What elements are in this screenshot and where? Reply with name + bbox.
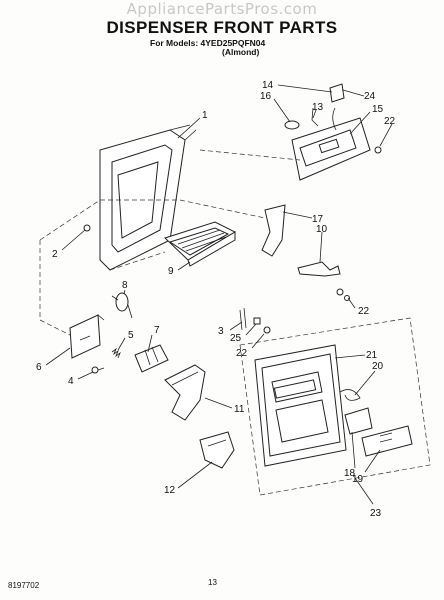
callout-19: 19 xyxy=(352,474,364,485)
ice-chute xyxy=(199,431,235,469)
front-panel-assembly xyxy=(239,317,431,496)
callout-14: 14 xyxy=(262,80,274,91)
assembly-lines xyxy=(39,149,301,336)
callout-7: 7 xyxy=(154,325,160,336)
document-number: 8197702 xyxy=(8,581,40,590)
callout-3: 3 xyxy=(218,326,224,337)
callout-23: 23 xyxy=(370,508,382,519)
drip-tray xyxy=(164,221,237,267)
callout-12: 12 xyxy=(164,485,176,496)
ice-paddle xyxy=(164,364,206,421)
callout-18: 18 xyxy=(344,468,356,479)
callout-15: 15 xyxy=(372,104,384,115)
solenoid xyxy=(111,292,133,319)
page-number: 13 xyxy=(208,578,217,587)
callout-11: 11 xyxy=(234,404,245,415)
screw-4 xyxy=(91,366,105,374)
color-line: (Almond) xyxy=(222,47,260,57)
callout-1: 1 xyxy=(202,110,208,121)
callout-20: 20 xyxy=(372,361,384,372)
callout-5: 5 xyxy=(128,330,134,341)
callout-8: 8 xyxy=(122,280,128,291)
callout-17: 17 xyxy=(312,214,324,225)
callout-2: 2 xyxy=(52,249,58,260)
page-title: DISPENSER FRONT PARTS xyxy=(106,18,338,37)
callout-10: 10 xyxy=(316,224,328,235)
spring xyxy=(111,347,121,359)
screw-2 xyxy=(83,224,91,232)
callout-22a: 22 xyxy=(384,116,396,127)
callout-4: 4 xyxy=(68,376,74,387)
callout-21: 21 xyxy=(366,350,378,361)
callout-24: 24 xyxy=(364,91,376,102)
callout-22b: 22 xyxy=(358,306,370,317)
bracket-lever xyxy=(261,204,350,301)
leader-lines xyxy=(45,84,393,505)
watermark: AppliancePartsPros.com xyxy=(126,0,318,18)
callout-labels: 1 2 3 4 5 6 7 8 9 10 11 12 13 14 15 16 1… xyxy=(36,80,396,519)
callout-6: 6 xyxy=(36,362,42,373)
callout-16: 16 xyxy=(260,91,272,102)
pin-parts xyxy=(239,307,271,334)
callout-13: 13 xyxy=(312,102,324,113)
callout-22c: 22 xyxy=(236,348,248,359)
callout-9: 9 xyxy=(168,266,174,277)
ice-bracket xyxy=(134,344,169,373)
callout-25: 25 xyxy=(230,333,242,344)
actuator-cover xyxy=(69,314,105,359)
models-line: For Models: 4YED25PQFN04 xyxy=(150,38,266,48)
